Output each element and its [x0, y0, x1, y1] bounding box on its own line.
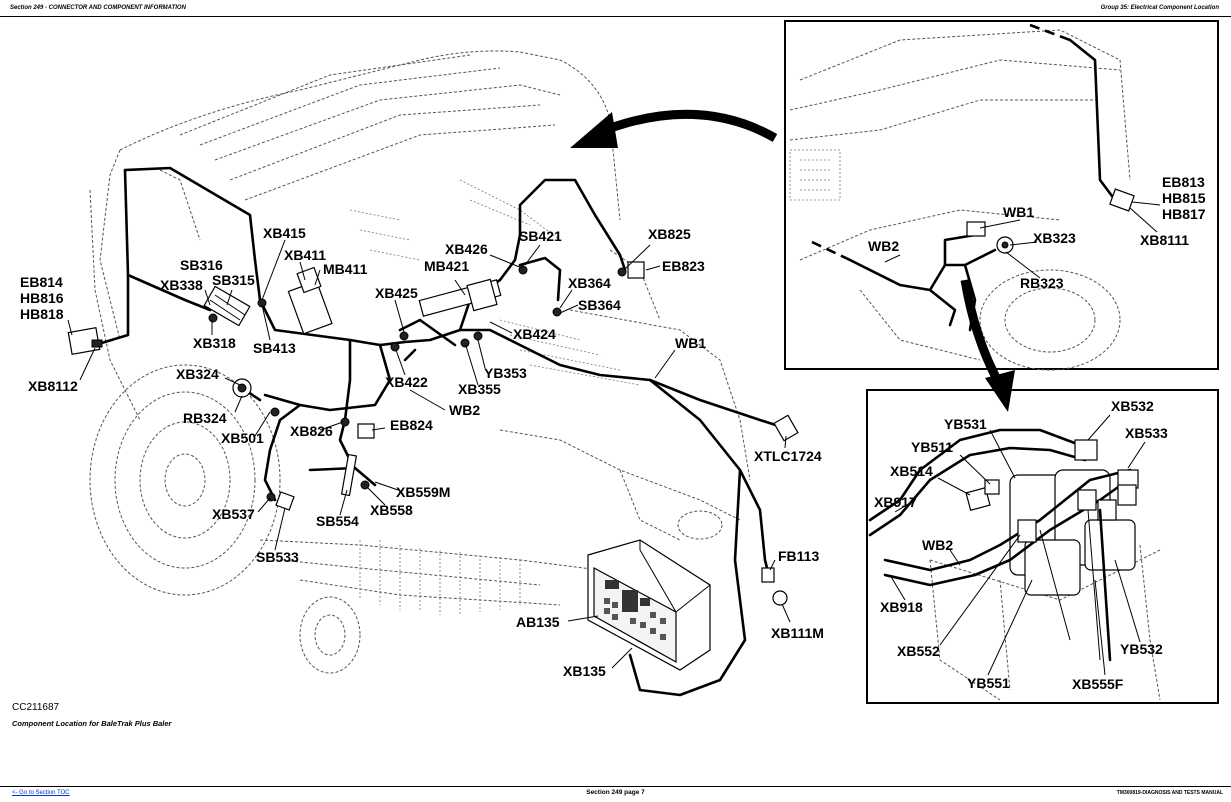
- group-title: Group 35: Electrical Component Location: [1100, 5, 1219, 11]
- label-xb501: XB501: [221, 430, 264, 446]
- main-components: [67, 261, 799, 606]
- display-unit-ab135: [587, 539, 711, 671]
- label-yb531: YB531: [944, 416, 987, 432]
- figure-caption: Component Location for BaleTrak Plus Bal…: [12, 719, 172, 728]
- label-eb824: EB824: [390, 417, 433, 433]
- label-sb421: SB421: [519, 228, 562, 244]
- label-hb815: HB815: [1162, 190, 1206, 206]
- inset-top: [784, 20, 1219, 371]
- label-xb533: XB533: [1125, 425, 1168, 441]
- baler-outline: [89, 50, 751, 674]
- label-yb353: YB353: [484, 365, 527, 381]
- label-xb8112: XB8112: [28, 378, 78, 394]
- label-rb323: RB323: [1020, 275, 1064, 291]
- label-eb813: EB813: [1162, 174, 1205, 190]
- label-rb324: RB324: [183, 410, 227, 426]
- manual-title: TM300819-DIAGNOSIS AND TESTS MANUAL: [1116, 790, 1223, 796]
- page-footer: <- Go to Section TOC Section 249 page 7 …: [0, 786, 1231, 802]
- main-wiring-harness: [93, 166, 787, 697]
- label-wb1-inset: WB1: [1003, 204, 1034, 220]
- leader-lines: [67, 201, 1161, 676]
- label-xb364: XB364: [568, 275, 611, 291]
- inset-arrows: [570, 109, 1015, 412]
- label-xb415: XB415: [263, 225, 306, 241]
- label-sb316: SB316: [180, 257, 223, 273]
- label-hb816: HB816: [20, 290, 64, 306]
- main-labels: EB814 HB816 HB818 XB8112 XB338 SB316 SB3…: [20, 225, 824, 679]
- label-xb355: XB355: [458, 381, 501, 397]
- label-xb558: XB558: [370, 502, 413, 518]
- label-eb823: EB823: [662, 258, 705, 274]
- label-hb818: HB818: [20, 306, 64, 322]
- label-wb2-inset2: WB2: [922, 537, 953, 553]
- label-xb338: XB338: [160, 277, 203, 293]
- label-xb532: XB532: [1111, 398, 1154, 414]
- label-yb551: YB551: [967, 675, 1010, 691]
- label-mb421: MB421: [424, 258, 469, 274]
- label-xb135: XB135: [563, 663, 606, 679]
- label-eb814: EB814: [20, 274, 63, 290]
- section-title: Section 249 - CONNECTOR AND COMPONENT IN…: [10, 5, 186, 11]
- label-wb1-main: WB1: [675, 335, 706, 351]
- inset-bottom-labels: XB532 XB533 YB531 YB511 XB514 XB917 WB2 …: [874, 398, 1168, 692]
- label-xb917: XB917: [874, 494, 917, 510]
- label-yb532: YB532: [1120, 641, 1163, 657]
- label-xb8111: XB8111: [1140, 232, 1189, 248]
- label-xb559m: XB559M: [396, 484, 450, 500]
- section-toc-link[interactable]: <- Go to Section TOC: [12, 790, 70, 796]
- label-xb555f: XB555F: [1072, 676, 1124, 692]
- label-xb323: XB323: [1033, 230, 1076, 246]
- label-yb511: YB511: [911, 439, 953, 455]
- label-sb554: SB554: [316, 513, 359, 529]
- inset-bottom: [866, 389, 1219, 704]
- label-xb552: XB552: [897, 643, 940, 659]
- label-sb533: SB533: [256, 549, 299, 565]
- label-sb413: SB413: [253, 340, 296, 356]
- label-xb918: XB918: [880, 599, 923, 615]
- label-sb364: SB364: [578, 297, 621, 313]
- label-xb825: XB825: [648, 226, 691, 242]
- label-hb817: HB817: [1162, 206, 1206, 222]
- label-xb826: XB826: [290, 423, 333, 439]
- page-header: Section 249 - CONNECTOR AND COMPONENT IN…: [0, 0, 1231, 17]
- label-xb318: XB318: [193, 335, 236, 351]
- page-number: Section 249 page 7: [586, 789, 645, 796]
- label-xb411: XB411: [284, 247, 326, 263]
- label-xb324: XB324: [176, 366, 219, 382]
- label-xb422: XB422: [385, 374, 428, 390]
- inset-top-labels: EB813 HB815 HB817 XB8111 WB1 XB323 WB2 R…: [868, 174, 1206, 291]
- label-xtlc1724: XTLC1724: [754, 448, 822, 464]
- label-mb411: MB411: [323, 261, 368, 277]
- figure-id: CC211687: [12, 702, 60, 713]
- label-fb113: FB113: [778, 548, 819, 564]
- label-xb537: XB537: [212, 506, 255, 522]
- label-xb425: XB425: [375, 285, 418, 301]
- label-wb2-inset: WB2: [868, 238, 899, 254]
- label-wb2-main: WB2: [449, 402, 480, 418]
- label-xb426: XB426: [445, 241, 488, 257]
- label-xb514: XB514: [890, 463, 933, 479]
- label-ab135: AB135: [516, 614, 560, 630]
- label-sb315: SB315: [212, 272, 255, 288]
- label-xb111m: XB111M: [771, 625, 824, 641]
- label-xb424: XB424: [513, 326, 556, 342]
